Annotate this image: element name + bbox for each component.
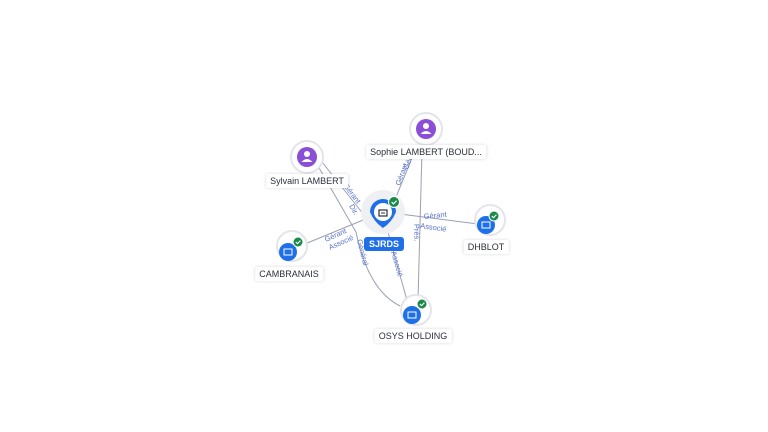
verified-check-icon bbox=[488, 210, 500, 222]
node-label-cambranais[interactable]: CAMBRANAIS bbox=[255, 267, 323, 281]
person-icon-head bbox=[304, 151, 310, 157]
node-sylvain-lambert[interactable] bbox=[290, 140, 324, 174]
edge-label: Dir. bbox=[347, 203, 360, 217]
edge-label: Associé bbox=[389, 250, 405, 278]
person-icon-body bbox=[420, 131, 432, 134]
verified-check-glyph bbox=[295, 240, 301, 245]
company-icon bbox=[279, 243, 297, 261]
verified-check-icon bbox=[388, 196, 400, 208]
edge-label: Prés. bbox=[412, 224, 422, 242]
node-label-dhblot[interactable]: DHBLOT bbox=[463, 240, 509, 254]
company-icon-glyph bbox=[481, 221, 491, 229]
node-label-osys-holding[interactable]: OSYS HOLDING bbox=[374, 329, 452, 343]
edge-cambranais-sjrds bbox=[299, 217, 369, 247]
edge-sjrds-osys-curve bbox=[355, 231, 401, 307]
edge-dhblot-sjrds bbox=[399, 213, 479, 225]
edge-sophie-osys bbox=[417, 149, 423, 301]
edge-label: Associé bbox=[420, 221, 447, 234]
building-icon bbox=[378, 209, 388, 217]
verified-check-glyph bbox=[491, 214, 497, 219]
person-icon-body bbox=[301, 159, 313, 162]
person-icon-head bbox=[423, 123, 429, 129]
edge-label: Gérant bbox=[423, 210, 448, 221]
node-sjrds[interactable] bbox=[361, 190, 405, 234]
node-label-sjrds[interactable]: SJRDS bbox=[363, 237, 405, 251]
node-sophie-lambert[interactable] bbox=[409, 112, 443, 146]
verified-check-icon bbox=[292, 236, 304, 248]
verified-check-glyph bbox=[391, 200, 398, 205]
node-dhblot[interactable] bbox=[474, 204, 506, 236]
edge-sylvain-sjrds bbox=[321, 161, 369, 221]
node-label-sylvain-lambert[interactable]: Sylvain LAMBERT bbox=[266, 174, 348, 188]
verified-check-glyph bbox=[419, 302, 425, 307]
verified-check-icon bbox=[416, 298, 428, 310]
node-cambranais[interactable] bbox=[276, 230, 308, 262]
company-icon bbox=[403, 306, 421, 324]
company-icon bbox=[477, 216, 495, 234]
company-icon-glyph bbox=[283, 248, 293, 256]
node-osys-holding[interactable] bbox=[400, 294, 432, 326]
company-icon-glyph bbox=[407, 311, 417, 319]
node-label-sophie-lambert[interactable]: Sophie LAMBERT (BOUD... bbox=[366, 145, 486, 159]
